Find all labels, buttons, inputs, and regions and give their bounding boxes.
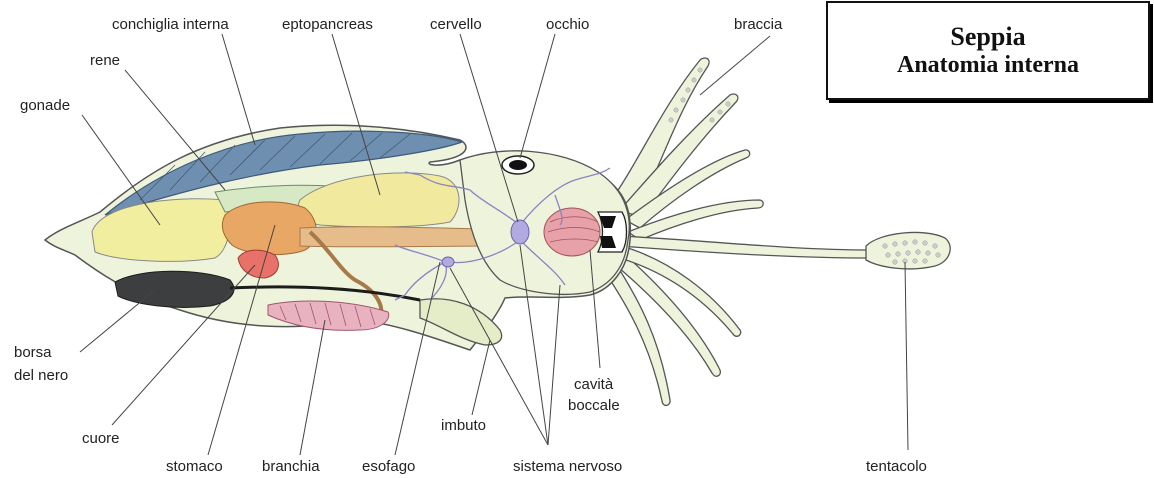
label-tentacolo: tentacolo	[866, 458, 927, 475]
label-esofago: esofago	[362, 458, 415, 475]
buccal-mass	[544, 208, 600, 256]
label-cavita-2: boccale	[568, 397, 620, 414]
label-rene: rene	[90, 52, 120, 69]
tentacle	[620, 236, 870, 258]
leader-braccia	[700, 36, 770, 95]
label-cervello: cervello	[430, 16, 482, 33]
leader-conchiglia	[222, 34, 255, 145]
label-branchia: branchia	[262, 458, 320, 475]
leader-sistema-3	[548, 285, 560, 445]
title-anatomia: Anatomia interna	[897, 52, 1079, 80]
label-occhio: occhio	[546, 16, 589, 33]
ink-sac	[115, 271, 234, 307]
title-seppia: Seppia	[950, 22, 1025, 52]
leader-branchia	[300, 320, 325, 455]
label-cuore: cuore	[82, 430, 120, 447]
pupil	[509, 160, 527, 170]
label-eptopancreas: eptopancreas	[282, 16, 373, 33]
label-sistema-nervoso: sistema nervoso	[513, 458, 622, 475]
brain	[511, 220, 529, 244]
leader-imbuto	[472, 340, 490, 415]
leader-tentacolo	[905, 262, 908, 450]
stellate-ganglion	[442, 257, 454, 267]
label-borsa-2: del nero	[14, 367, 68, 384]
label-braccia: braccia	[734, 16, 783, 33]
arms	[598, 58, 950, 405]
label-imbuto: imbuto	[441, 417, 486, 434]
label-gonade: gonade	[20, 97, 70, 114]
leader-borsa	[80, 290, 155, 352]
label-conchiglia-interna: conchiglia interna	[112, 16, 229, 33]
label-stomaco: stomaco	[166, 458, 223, 475]
title-box: Seppia Anatomia interna	[826, 1, 1150, 100]
label-cavita-1: cavità	[574, 376, 614, 393]
leader-occhio	[520, 34, 555, 158]
label-borsa-1: borsa	[14, 344, 52, 361]
